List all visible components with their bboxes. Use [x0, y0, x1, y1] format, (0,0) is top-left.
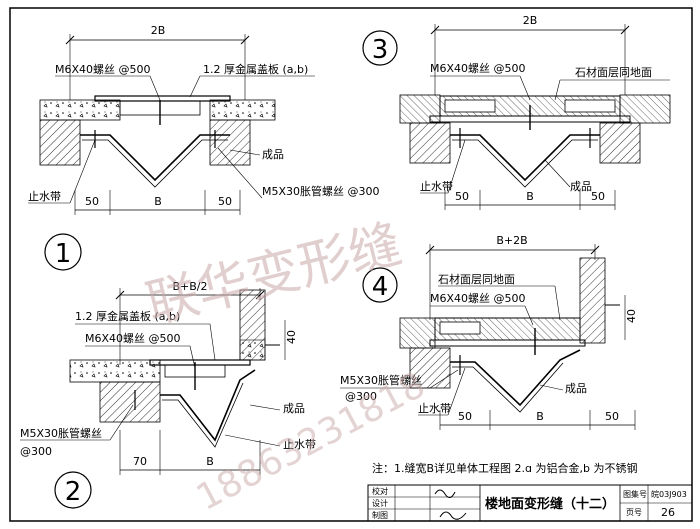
page-number: 26	[661, 506, 675, 519]
d2-bolt-label-2: @300	[20, 445, 52, 458]
d2-width-dim: B+B/2	[172, 280, 207, 293]
d4-screw-label: M6X40螺丝 @500	[430, 292, 526, 305]
d3-dim-right: 50	[591, 190, 605, 203]
d2-plate-label: 1.2 厚金属盖板 (a,b)	[75, 309, 180, 323]
d2-dim-left: 70	[133, 455, 147, 468]
d2-waterstop-label: 止水带	[283, 438, 316, 451]
d4-waterstop-label: 止水带	[418, 402, 451, 415]
d1-screw-label: M6X40螺丝 @500	[55, 63, 151, 76]
title-block: 校对 设计 制图 楼地面变形缝（十二） 图集号 皖03J903 页号 26	[367, 484, 693, 522]
d4-bolt-label-1: M5X30胀管螺丝	[340, 373, 422, 387]
d3-width-dim: 2B	[523, 14, 538, 27]
d3-number: 3	[372, 35, 389, 65]
d4-width-dim: B+2B	[496, 234, 527, 247]
sheet-title: 楼地面变形缝（十二）	[485, 496, 615, 512]
d1-dim-left: 50	[85, 195, 99, 208]
d2-number: 2	[65, 477, 82, 507]
page-label: 页号	[626, 508, 642, 517]
d3-waterstop-label: 止水带	[420, 180, 453, 193]
d3-product-label: 成品	[570, 180, 592, 193]
atlas-label: 图集号	[623, 489, 647, 499]
check-label: 校对	[372, 486, 388, 496]
sheet-frame	[9, 7, 693, 522]
d4-number: 4	[372, 272, 389, 302]
d4-dim-right: 50	[605, 410, 619, 423]
signature-mark	[434, 489, 467, 520]
detail-3: 2B 3 M6X40螺丝 @500 石材面层同地面 成品 止水带 50 B	[362, 14, 671, 210]
drawing-note: 注：1.缝宽B详见单体工程图 2.ɑ 为铝合金,b 为不锈钢	[372, 461, 638, 475]
d1-dim-right: 50	[218, 195, 232, 208]
d4-dim-vertical: 40	[625, 309, 638, 323]
detail-2: B+B/2 1.2 厚金属盖板 (a,b) M6X40螺丝 @500 40 成品…	[20, 280, 316, 509]
d4-product-label: 成品	[565, 382, 587, 395]
d4-dim-left: 50	[458, 410, 472, 423]
watermark-text: 联华变形缝	[141, 214, 408, 335]
d3-dim-mid: B	[526, 190, 534, 203]
watermark-phone: 18863231818	[190, 364, 432, 518]
d4-stone-label: 石材面层同地面	[438, 272, 515, 286]
d2-dim-vertical: 40	[285, 330, 298, 344]
d1-waterstop-label: 止水带	[28, 190, 61, 203]
d1-product-label: 成品	[262, 148, 284, 161]
d1-dim-mid: B	[154, 195, 162, 208]
design-label: 设计	[372, 498, 388, 508]
d2-bolt-label-1: M5X30胀管螺丝	[20, 426, 102, 440]
d3-screw-label: M6X40螺丝 @500	[430, 62, 526, 75]
atlas-number: 皖03J903	[651, 489, 687, 499]
d2-screw-label: M6X40螺丝 @500	[85, 332, 181, 345]
d2-product-label: 成品	[283, 402, 305, 415]
detail-1: 2B M6X40螺丝 @500 1.2 厚金属盖板 (a,b) 成品 M5X30…	[28, 24, 380, 271]
d4-dim-mid: B	[536, 410, 544, 423]
d1-number: 1	[55, 239, 72, 269]
d1-bolt-label: M5X30胀管螺丝 @300	[262, 184, 380, 198]
d3-dim-left: 50	[455, 190, 469, 203]
d4-bolt-label-2: @300	[345, 390, 377, 403]
d1-width-dim: 2B	[151, 24, 166, 37]
d3-stone-label: 石材面层同地面	[575, 65, 652, 79]
detail-4: B+2B 4 石材面层同地面 M6X40螺丝 @500 40 M5X30胀管螺丝…	[340, 234, 638, 430]
draw-label: 制图	[372, 510, 388, 520]
d1-plate-label: 1.2 厚金属盖板 (a,b)	[203, 62, 308, 76]
d2-dim-mid: B	[206, 455, 214, 468]
